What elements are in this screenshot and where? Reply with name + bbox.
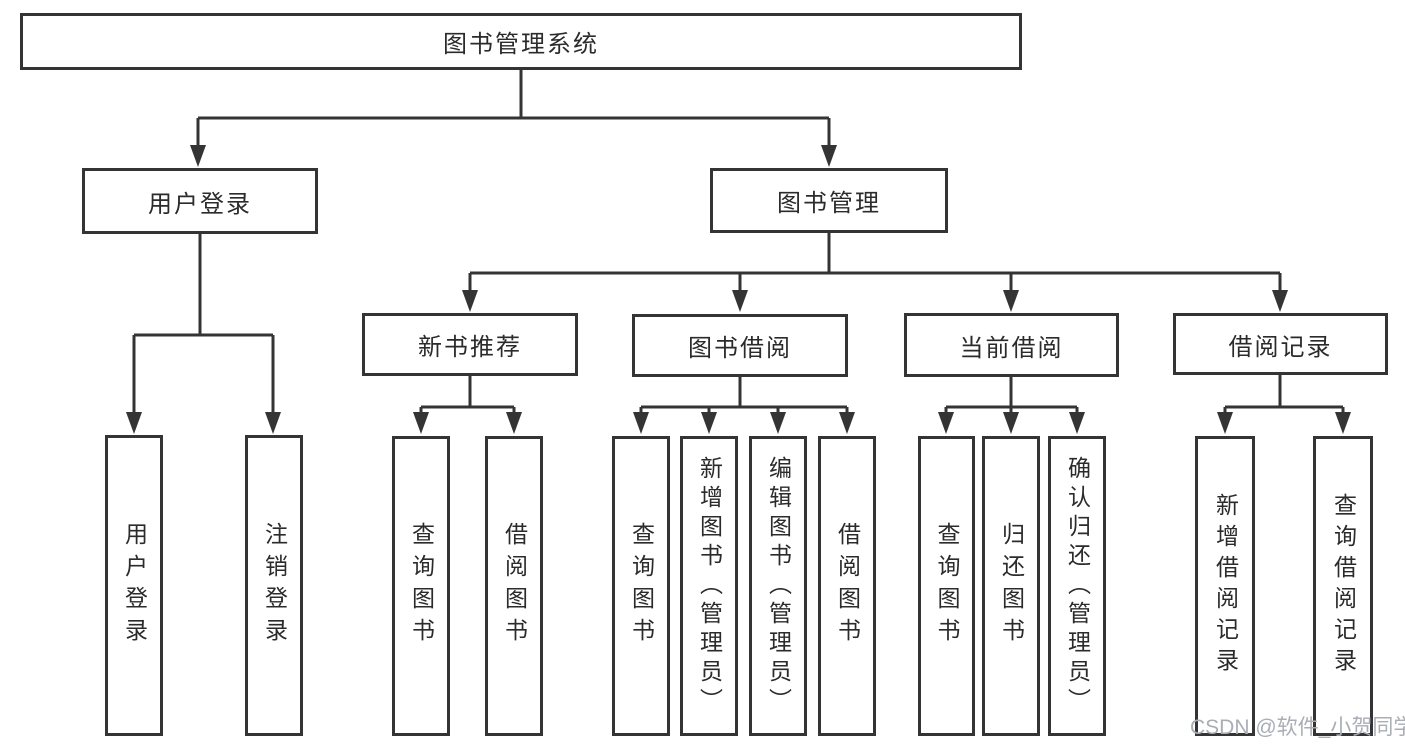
leaf-bb-query-books: 查询图书 bbox=[612, 436, 670, 736]
leaf-user-login: 用户登录 bbox=[105, 435, 163, 736]
leaf-bb-borrow-books: 借阅图书 bbox=[818, 436, 876, 736]
leaf-cb-confirm-return: 确认归还（管理员） bbox=[1048, 436, 1106, 736]
leaf-cb-query-books: 查询图书 bbox=[918, 436, 975, 736]
leaf-bb-add-books: 新增图书（管理员） bbox=[680, 436, 738, 736]
node-book-borrow: 图书借阅 bbox=[632, 314, 848, 377]
node-root: 图书管理系统 bbox=[20, 13, 1022, 70]
leaf-br-add-record: 新增借阅记录 bbox=[1195, 436, 1255, 736]
leaf-nb-borrow-books: 借阅图书 bbox=[485, 436, 543, 736]
csdn-watermark: CSDN @软件_小贺同学 bbox=[1190, 716, 1405, 739]
leaf-br-query-record: 查询借阅记录 bbox=[1313, 436, 1373, 736]
node-new-book-recommend: 新书推荐 bbox=[362, 313, 578, 376]
leaf-bb-edit-books: 编辑图书（管理员） bbox=[749, 436, 807, 736]
node-book-management: 图书管理 bbox=[710, 168, 948, 233]
node-current-borrow: 当前借阅 bbox=[904, 313, 1119, 377]
leaf-nb-query-books: 查询图书 bbox=[392, 436, 450, 736]
arrowheads bbox=[126, 145, 1351, 434]
node-user-login: 用户登录 bbox=[82, 168, 318, 234]
leaf-cb-return-books: 归还图书 bbox=[982, 436, 1040, 736]
node-borrow-records: 借阅记录 bbox=[1173, 313, 1388, 375]
leaf-logout: 注销登录 bbox=[245, 435, 303, 736]
